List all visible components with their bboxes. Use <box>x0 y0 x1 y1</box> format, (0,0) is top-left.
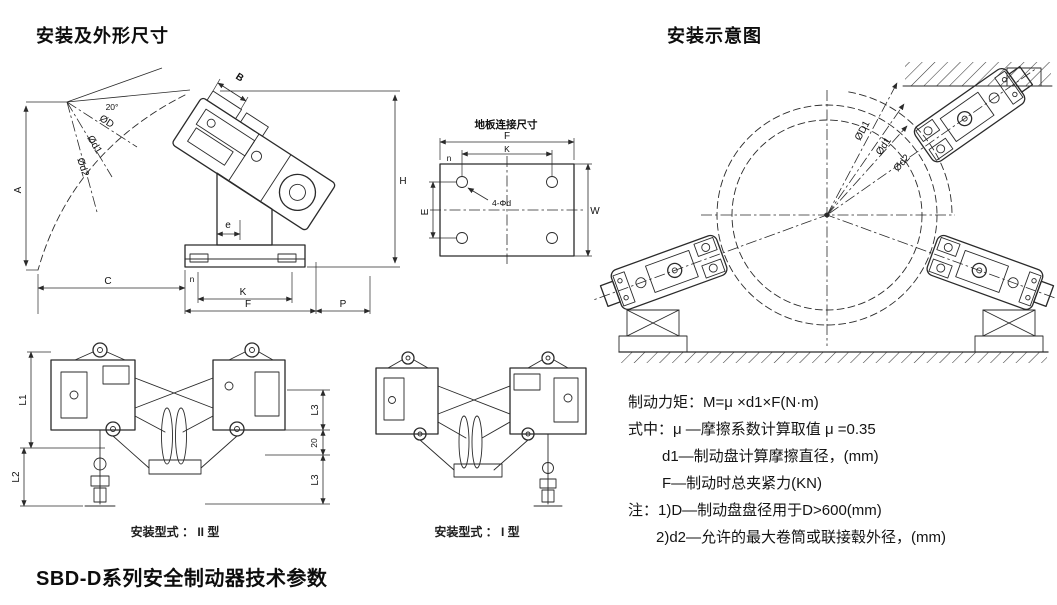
diameter-callouts: ØD1 Ød1 Ød2 <box>826 82 913 216</box>
floor-plate-drawing: 地板连接尺寸 4-Φd F K n W E <box>420 118 600 264</box>
holes-callout: 4-Φd <box>467 187 511 208</box>
pedestal-right <box>974 309 1044 353</box>
type2-caption: 安装型式 ： II 型 <box>130 525 220 539</box>
plate-dim-E: E <box>420 181 456 239</box>
brake-unit-top <box>816 50 1050 232</box>
dim-L1-label: L1 <box>18 394 29 406</box>
dim-K-label: K <box>240 287 247 298</box>
plate-dim-K-label: K <box>504 144 510 154</box>
schematic-dia-D1-label: ØD1 <box>853 119 873 143</box>
dim-e: e <box>216 220 241 240</box>
dim-L2-label: L2 <box>11 471 22 483</box>
type2-dims-left: L1 L2 <box>11 351 105 507</box>
brake-unit-left <box>584 193 838 321</box>
dim-F-label: F <box>245 299 251 310</box>
main-dimension-drawing: 20° ØD Ød1 Ød2 A B <box>13 67 407 314</box>
schematic-dia-d1-label: Ød1 <box>874 135 894 157</box>
dia-d1-label: Ød1 <box>85 134 104 156</box>
type1-drawing <box>375 351 587 507</box>
holes-label: 4-Φd <box>492 198 511 208</box>
wall-hatch <box>902 62 1053 87</box>
dim-P-label: P <box>340 299 347 310</box>
type1-view <box>375 351 587 507</box>
dim-B: B <box>212 71 249 110</box>
dim-C-label: C <box>104 276 111 287</box>
schematic-dia-d2-label: Ød2 <box>892 152 913 174</box>
disc-arc <box>37 94 186 271</box>
caliper-body <box>172 90 336 231</box>
note-torque-formula: 制动力矩：M=μ ×d1×F(N·m) <box>628 394 819 411</box>
bottom-dimension-chain: C n K F P <box>37 262 371 314</box>
note-d2: 2)d2—允许的最大卷筒或联接毂外径，(mm) <box>656 529 947 546</box>
note-F: F—制动时总夹紧力(KN) <box>662 475 822 492</box>
pedestal-left <box>618 309 688 353</box>
plate-dim-n-label: n <box>447 153 452 163</box>
note-d1: d1—制动盘计算摩擦直径，(mm) <box>662 448 879 465</box>
dim-e-label: e <box>225 220 231 231</box>
dim-B-label: B <box>233 71 245 84</box>
section-title-dimensions: 安装及外形尺寸 <box>36 26 169 46</box>
plate-dim-W: W <box>574 163 600 257</box>
dim-L3-upper-label: L3 <box>310 404 321 416</box>
diameter-fan: 20° ØD Ød1 Ød2 <box>66 67 191 213</box>
notes-block: 制动力矩：M=μ ×d1×F(N·m) 式中：μ —摩擦系数计算取值 μ =0.… <box>628 389 946 551</box>
note-mu: 式中：μ —摩擦系数计算取值 μ =0.35 <box>628 421 876 438</box>
plate-dim-K: K n <box>447 144 553 176</box>
dia-D-label: ØD <box>97 113 116 130</box>
dim-H-label: H <box>399 176 406 187</box>
plate-dim-W-label: W <box>590 206 600 217</box>
dim-n-label: n <box>190 274 195 284</box>
note-D: 注：1)D—制动盘盘径用于D>600(mm) <box>628 502 882 519</box>
plate-dim-E-label: E <box>420 208 431 215</box>
plate-outline <box>430 156 584 264</box>
type1-caption: 安装型式 ： I 型 <box>434 525 520 539</box>
plate-dim-F: F <box>439 131 575 160</box>
dia-d2-label: Ød2 <box>74 157 90 179</box>
dim-L3-lower-label: L3 <box>310 474 321 486</box>
dim-A: A <box>13 101 67 271</box>
dim-H: H <box>220 90 407 268</box>
bottom-section-title: SBD-D系列安全制动器技术参数 <box>36 568 328 590</box>
plate-dim-F-label: F <box>504 131 510 142</box>
type2-view <box>50 342 286 507</box>
angle-20-label: 20° <box>106 102 119 112</box>
dim-A-label: A <box>13 186 24 193</box>
floor-plate-title: 地板连接尺寸 <box>475 118 538 131</box>
type2-dims-right: L3 20 L3 <box>205 389 330 505</box>
section-title-schematic: 安装示意图 <box>667 26 762 46</box>
pedestal <box>184 172 306 268</box>
type2-drawing: L1 L2 L3 20 L3 <box>11 342 330 507</box>
ground-hatch <box>618 351 1049 363</box>
dim-20-label: 20 <box>309 438 319 448</box>
installation-schematic: ØD1 Ød1 Ød2 <box>584 50 1057 363</box>
brake-disc-circles <box>701 90 955 346</box>
